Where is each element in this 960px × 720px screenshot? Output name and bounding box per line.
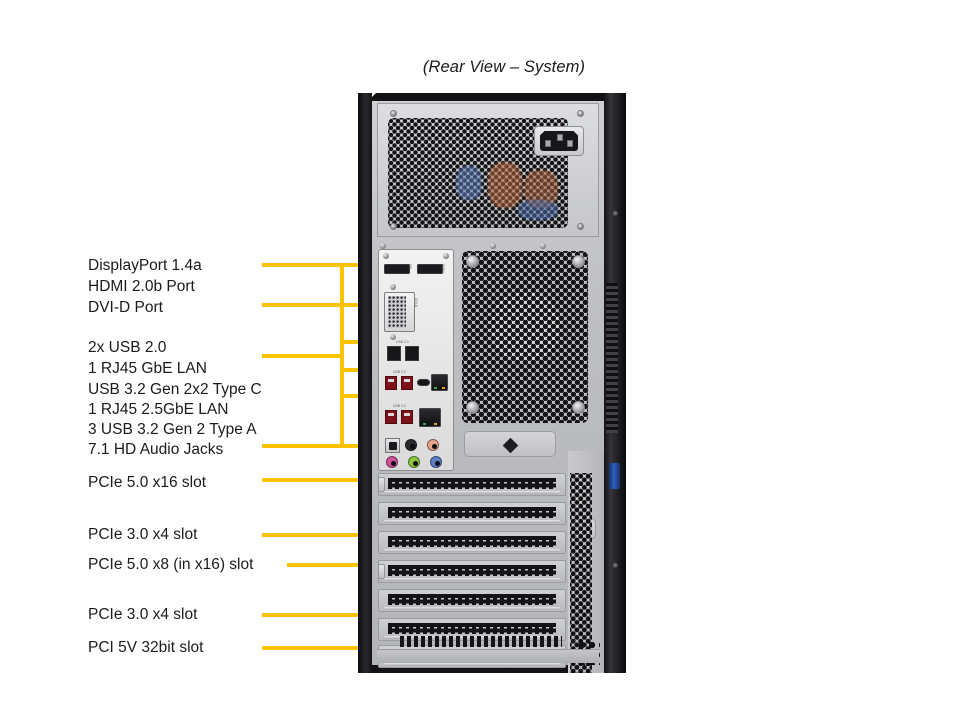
leader-pcie50-x8 (287, 563, 382, 567)
leader-pcie30-x4-upper (262, 533, 382, 537)
leader-pcie30-x4-lower (262, 613, 382, 617)
leader-pcie50-x16 (262, 478, 382, 482)
callout-usb32-typec: USB 3.2 Gen 2x2 Type C (88, 381, 262, 398)
chassis-bezel-left (358, 93, 372, 673)
audio-jack-line-out[interactable] (408, 456, 420, 468)
expansion-slot-cover[interactable] (378, 589, 566, 612)
callout-audio-jacks: 7.1 HD Audio Jacks (88, 441, 224, 458)
io-shield-screw (383, 253, 389, 259)
usb-3.2-gen2x2-type-c-port[interactable] (417, 379, 430, 386)
callout-hdmi: HDMI 2.0b Port (88, 278, 195, 295)
chassis-base-strip (377, 649, 599, 663)
callout-pcie30-x4-lower: PCIe 3.0 x4 slot (88, 606, 198, 623)
rj45-gbe-lan-port[interactable] (431, 374, 448, 391)
leader-spine-io (340, 264, 344, 446)
rear-vent-strip (570, 473, 592, 673)
power-pin (567, 140, 573, 147)
page-title: (Rear View – System) (422, 58, 586, 76)
psu-cable-shadow (518, 200, 558, 220)
audio-jack-line-in[interactable] (430, 456, 442, 468)
callout-rj45-25gbe: 1 RJ45 2.5GbE LAN (88, 401, 229, 418)
hdmi-connector[interactable] (417, 264, 443, 274)
audio-jack-side-speaker[interactable] (427, 439, 439, 451)
side-panel-release-tab[interactable] (609, 463, 620, 489)
callout-rj45-gbe: 1 RJ45 GbE LAN (88, 360, 207, 377)
io-shield-screw (443, 253, 449, 259)
callout-pcie50-x8: PCIe 5.0 x8 (in x16) slot (88, 556, 254, 573)
fan-screw (572, 401, 585, 414)
panel-screw (380, 243, 386, 249)
bottom-vent-slots (400, 636, 562, 647)
leader-audio (262, 444, 342, 448)
psu-cable-shadow (488, 162, 522, 208)
rear-exhaust-fan-grille (462, 251, 588, 423)
psu-screw (577, 223, 584, 230)
psu-screw (390, 110, 397, 117)
usb-3.2-gen2-type-a-port[interactable] (385, 376, 397, 390)
fan-screw (466, 255, 479, 268)
bezel-screw-lower (613, 563, 618, 568)
usb-2.0-port[interactable] (405, 346, 419, 361)
usb32-marking-2: USB 3.2 (393, 404, 406, 408)
lan-link-led (434, 386, 437, 389)
panel-screw (490, 243, 496, 249)
callout-pci-5v-32bit: PCI 5V 32bit slot (88, 639, 204, 656)
leader-rj45-gbe (262, 354, 342, 358)
fan-screw (466, 401, 479, 414)
callout-usb32-typea: 3 USB 3.2 Gen 2 Type A (88, 421, 257, 438)
usb32-marking: USB 3.2 (393, 370, 406, 374)
optical-spdif-port[interactable] (385, 438, 400, 453)
bezel-screw-upper (613, 211, 618, 216)
audio-jack-center-sub[interactable] (405, 439, 417, 451)
expansion-slot-cover[interactable] (378, 531, 566, 554)
lan-act-led (442, 386, 445, 389)
access-panel-latch-icon (502, 437, 519, 454)
dvi-marking: DVI-D (414, 298, 418, 308)
dvi-screw (390, 334, 396, 340)
expansion-slot-cover[interactable] (378, 560, 566, 583)
power-pin (545, 140, 551, 147)
fan-screw (572, 255, 585, 268)
rear-panel: DP HDMI DVI-D USB 2.0 (372, 101, 604, 673)
usb-3.2-gen2-type-a-port[interactable] (401, 410, 413, 424)
rear-access-panel (464, 431, 556, 457)
expansion-slot-cover[interactable] (378, 502, 566, 525)
leader-dvid (262, 303, 342, 307)
leader-displayport (262, 263, 342, 267)
displayport-marking: DP (408, 264, 412, 269)
usb20-marking: USB 2.0 (396, 340, 409, 344)
displayport-connector[interactable] (384, 264, 410, 274)
system-chassis-rear: DP HDMI DVI-D USB 2.0 (358, 93, 626, 673)
usb-3.2-gen2-type-a-port[interactable] (401, 376, 413, 390)
hdmi-marking: HDMI (441, 264, 445, 273)
callout-pcie50-x16: PCIe 5.0 x16 slot (88, 474, 207, 491)
power-inlet-cavity (540, 131, 578, 151)
lan-link-led (423, 422, 426, 425)
lan-act-led (434, 422, 437, 425)
usb-2.0-port[interactable] (387, 346, 401, 361)
callout-dvid: DVI-D Port (88, 299, 163, 316)
rear-io-shield: DP HDMI DVI-D USB 2.0 (378, 249, 454, 471)
power-supply-unit (377, 103, 599, 237)
iec-c14-power-inlet[interactable] (534, 126, 584, 156)
callout-displayport: DisplayPort 1.4a (88, 257, 202, 274)
psu-cable-shadow (456, 166, 482, 200)
psu-screw (577, 110, 584, 117)
chassis-bezel-right (604, 93, 626, 673)
leader-pci-5v-32bit (262, 646, 382, 650)
rj45-2.5gbe-lan-port[interactable] (419, 408, 441, 427)
dvi-pin-array (388, 296, 406, 328)
expansion-slot-cover[interactable] (378, 473, 566, 496)
panel-screw (540, 243, 546, 249)
psu-screw (390, 223, 397, 230)
power-pin-ground (557, 134, 563, 141)
callout-usb20: 2x USB 2.0 (88, 339, 167, 356)
usb-3.2-gen2-type-a-port[interactable] (385, 410, 397, 424)
dvi-screw (390, 284, 396, 290)
dvi-d-connector[interactable] (384, 292, 415, 332)
callout-pcie30-x4-upper: PCIe 3.0 x4 slot (88, 526, 198, 543)
bezel-vent-column (606, 283, 618, 433)
audio-jack-mic-in[interactable] (386, 456, 398, 468)
